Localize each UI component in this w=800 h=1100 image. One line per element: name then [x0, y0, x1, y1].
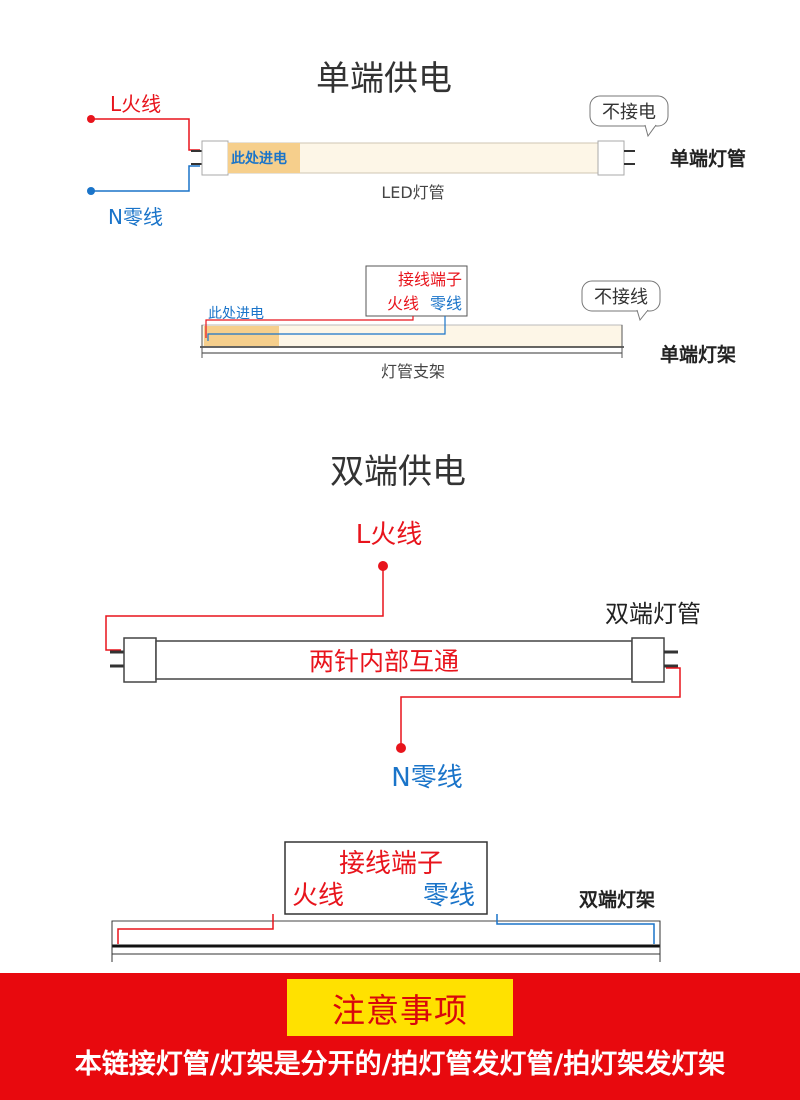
- single-end-live-dot: [87, 115, 95, 123]
- double-end-fixture-neutral-wire: [496, 914, 655, 944]
- double-end-tube-text: 两针内部互通: [309, 647, 459, 676]
- notice-title-box: 注意事项: [287, 979, 513, 1036]
- single-end-neutral-label: N零线: [108, 205, 163, 229]
- single-end-neutral-dot: [87, 187, 95, 195]
- single-end-fixture-name: 单端灯架: [660, 343, 736, 366]
- single-end-fixture-live-wire: [205, 316, 414, 338]
- double-end-neutral-dot: [396, 743, 406, 753]
- single-end-no-power-bubble: [589, 95, 669, 138]
- double-end-tube-name: 双端灯管: [605, 600, 701, 628]
- notice-title: 注意事项: [332, 990, 468, 1030]
- double-end-terminal-title: 接线端子: [339, 849, 443, 879]
- double-end-title: 双端供电: [330, 452, 466, 492]
- notice-text: 本链接灯管/灯架是分开的/拍灯管发灯管/拍灯架发灯架: [74, 1049, 726, 1080]
- single-end-fixture-bubble: [581, 280, 661, 322]
- double-end-fixture-neutral-label: 零线: [423, 881, 475, 911]
- double-end-live-label: L火线: [356, 520, 423, 550]
- single-end-fixture-caption: 灯管支架: [381, 362, 445, 381]
- single-end-terminal-title: 接线端子: [398, 270, 462, 289]
- single-end-no-power-text: 不接电: [602, 102, 656, 123]
- single-end-fixture-neutral-wire: [207, 316, 446, 341]
- single-end-fixture-feed-label: 此处进电: [208, 306, 264, 322]
- double-end-tube: [110, 637, 678, 683]
- double-end-fixture-body: [111, 920, 661, 962]
- single-end-title: 单端供电: [316, 59, 452, 99]
- single-end-tube-name: 单端灯管: [670, 147, 746, 170]
- single-end-fixture-body: [200, 324, 624, 358]
- single-end-neutral-wire: [91, 165, 200, 192]
- single-end-fixture-neutral-label: 零线: [430, 294, 462, 313]
- double-end-neutral-wire: [400, 667, 681, 748]
- single-end-fixture-live-label: 火线: [387, 294, 419, 313]
- double-end-fixture-live-label: 火线: [292, 881, 344, 911]
- single-end-led-tube: [191, 140, 635, 176]
- single-end-live-wire: [91, 118, 200, 151]
- double-end-neutral-label: N零线: [391, 763, 462, 793]
- double-end-terminal-box: [284, 841, 488, 915]
- single-end-terminal-box: [365, 265, 468, 317]
- double-end-fixture-live-wire: [117, 914, 274, 944]
- double-end-fixture-name: 双端灯架: [579, 888, 655, 911]
- double-end-live-wire: [105, 566, 384, 651]
- single-end-fixture-bubble-text: 不接线: [594, 287, 648, 308]
- single-end-live-label: L火线: [110, 92, 161, 116]
- single-end-tube-caption: LED灯管: [381, 183, 444, 202]
- wiring-diagram: 单端供电 L火线 N零线 此处进电 LED灯管 不接电 单端灯管 接线端子 火线…: [87, 59, 746, 962]
- single-end-feed-label: 此处进电: [231, 150, 287, 167]
